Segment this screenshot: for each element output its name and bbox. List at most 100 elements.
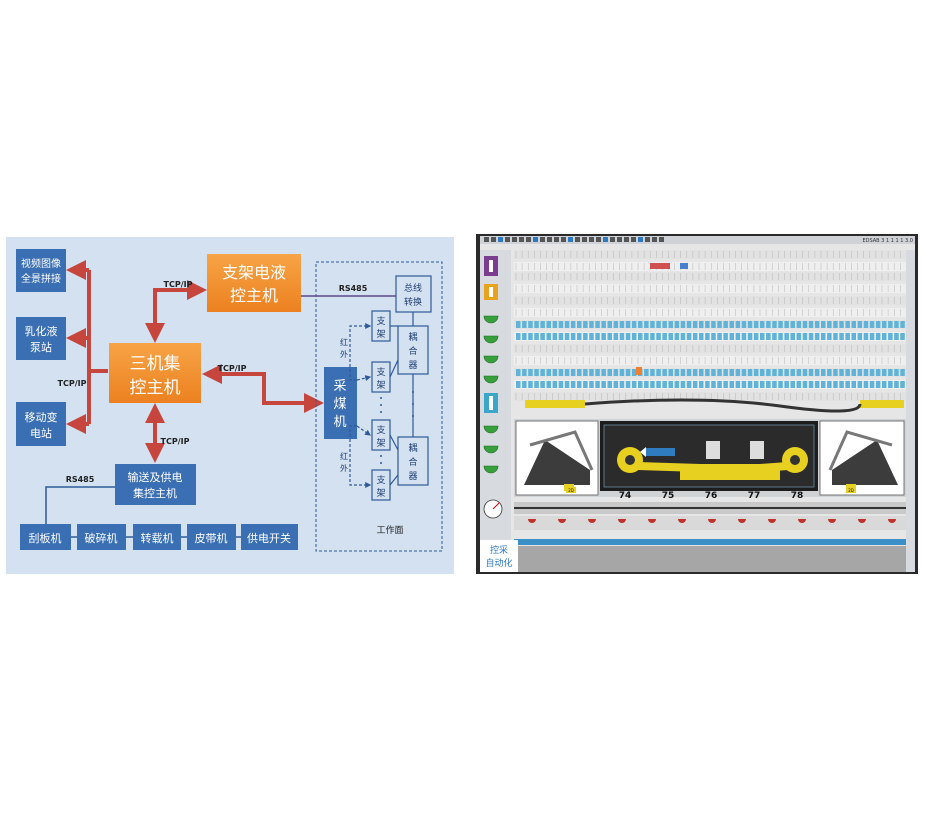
row-cell bbox=[760, 321, 765, 328]
row-cell bbox=[540, 333, 545, 340]
support-badge-right: 2D bbox=[846, 487, 856, 493]
row-cell bbox=[729, 381, 734, 388]
row-cell bbox=[821, 369, 826, 376]
coupler-2-line-1: 耦 bbox=[408, 443, 417, 454]
row-cell bbox=[522, 321, 527, 328]
row-cell bbox=[863, 369, 869, 376]
row-cell bbox=[528, 333, 533, 340]
support-host-line-2: 控主机 bbox=[230, 286, 278, 305]
data-row bbox=[514, 320, 906, 329]
row-cell bbox=[723, 381, 728, 388]
row-cell bbox=[656, 369, 661, 376]
row-cell bbox=[735, 369, 741, 376]
data-row bbox=[514, 262, 906, 271]
row-cell bbox=[516, 381, 521, 388]
toolbar-icon bbox=[505, 237, 510, 242]
row-cell bbox=[729, 333, 734, 340]
row-cell bbox=[686, 321, 692, 328]
row-cell bbox=[814, 381, 820, 388]
row-cell bbox=[705, 369, 710, 376]
row-cell bbox=[723, 333, 728, 340]
link-central-shearer bbox=[202, 364, 324, 413]
system-diagram: 视频图像 全景拼接 乳化液 泵站 移动变 电站 TCP/IP 三机集 控主机 bbox=[6, 237, 454, 574]
row-cell bbox=[735, 381, 741, 388]
row-cell bbox=[827, 369, 832, 376]
row-cell bbox=[686, 369, 692, 376]
row-cell bbox=[662, 321, 667, 328]
row-cell bbox=[595, 381, 600, 388]
row-cell bbox=[711, 333, 716, 340]
row-cell bbox=[692, 321, 698, 328]
row-cell bbox=[516, 333, 521, 340]
tcp-label-shearer: TCP/IP bbox=[218, 364, 247, 373]
toolbar-icon bbox=[582, 237, 587, 242]
row-cell bbox=[528, 369, 533, 376]
toolbar-icon bbox=[540, 237, 545, 242]
row-cell bbox=[778, 381, 783, 388]
working-face-region bbox=[315, 261, 443, 552]
row-cell bbox=[833, 321, 838, 328]
row-cell bbox=[638, 321, 643, 328]
bottom-device-power-switch: 供电开关 bbox=[241, 524, 298, 550]
row-cell bbox=[839, 381, 844, 388]
row-cell bbox=[796, 333, 802, 340]
red-marker bbox=[678, 519, 686, 523]
row-cell bbox=[857, 321, 863, 328]
row-cell bbox=[717, 333, 722, 340]
row-cell bbox=[644, 333, 649, 340]
row-cell bbox=[875, 321, 881, 328]
row-cell bbox=[851, 333, 856, 340]
row-cell bbox=[888, 381, 893, 388]
toolbar-icon bbox=[519, 237, 524, 242]
row-cell bbox=[851, 381, 856, 388]
toolbar-icon bbox=[638, 237, 643, 242]
row-cell bbox=[845, 333, 850, 340]
tcp-label-support: TCP/IP bbox=[164, 280, 193, 289]
row-cell bbox=[686, 333, 692, 340]
side-tab-line-2: 自动化 bbox=[485, 557, 512, 569]
row-cell bbox=[888, 321, 893, 328]
row-cell bbox=[711, 369, 716, 376]
side-tab[interactable] bbox=[480, 540, 518, 572]
row-cell bbox=[607, 369, 612, 376]
coal-seam-profile bbox=[584, 398, 862, 413]
row-cell bbox=[583, 381, 588, 388]
row-cell bbox=[680, 321, 686, 328]
row-cell bbox=[662, 333, 667, 340]
bottom-cyan-strip bbox=[514, 539, 906, 545]
row-cell bbox=[747, 369, 753, 376]
row-cell bbox=[589, 369, 594, 376]
row-cell bbox=[851, 369, 856, 376]
row-cell bbox=[644, 321, 649, 328]
row-cell bbox=[778, 369, 783, 376]
row-cell bbox=[900, 381, 905, 388]
support-3-line-1: 支 bbox=[376, 424, 385, 436]
row-cell bbox=[558, 381, 564, 388]
row-cell bbox=[625, 333, 631, 340]
yellow-band-left bbox=[525, 400, 585, 408]
left-device-2-line-1: 乳化液 bbox=[25, 324, 58, 338]
row-cell bbox=[619, 369, 625, 376]
row-cell bbox=[814, 321, 820, 328]
row-cell bbox=[760, 369, 765, 376]
row-cell bbox=[528, 321, 533, 328]
row-cell bbox=[619, 321, 625, 328]
row-cell bbox=[674, 321, 680, 328]
support-3-line-2: 架 bbox=[376, 438, 385, 449]
row-cell bbox=[540, 381, 545, 388]
row-cell bbox=[808, 381, 814, 388]
left-device-1-line-1: 视频图像 bbox=[21, 257, 61, 270]
red-marker bbox=[588, 519, 596, 523]
row-cell bbox=[589, 333, 594, 340]
support-number-labels: 74 75 76 77 78 bbox=[619, 491, 804, 501]
red-marker bbox=[558, 519, 566, 523]
central-host-line-1: 三机集 bbox=[130, 354, 181, 374]
red-marker bbox=[528, 519, 536, 523]
green-gauges bbox=[483, 315, 499, 474]
left-device-3: 移动变 电站 bbox=[16, 402, 66, 446]
coupler-1-line-2: 合 bbox=[408, 345, 417, 357]
row-cell bbox=[564, 333, 570, 340]
row-cell bbox=[802, 333, 808, 340]
row-cell bbox=[827, 333, 832, 340]
support-1-line-1: 支 bbox=[376, 315, 385, 327]
